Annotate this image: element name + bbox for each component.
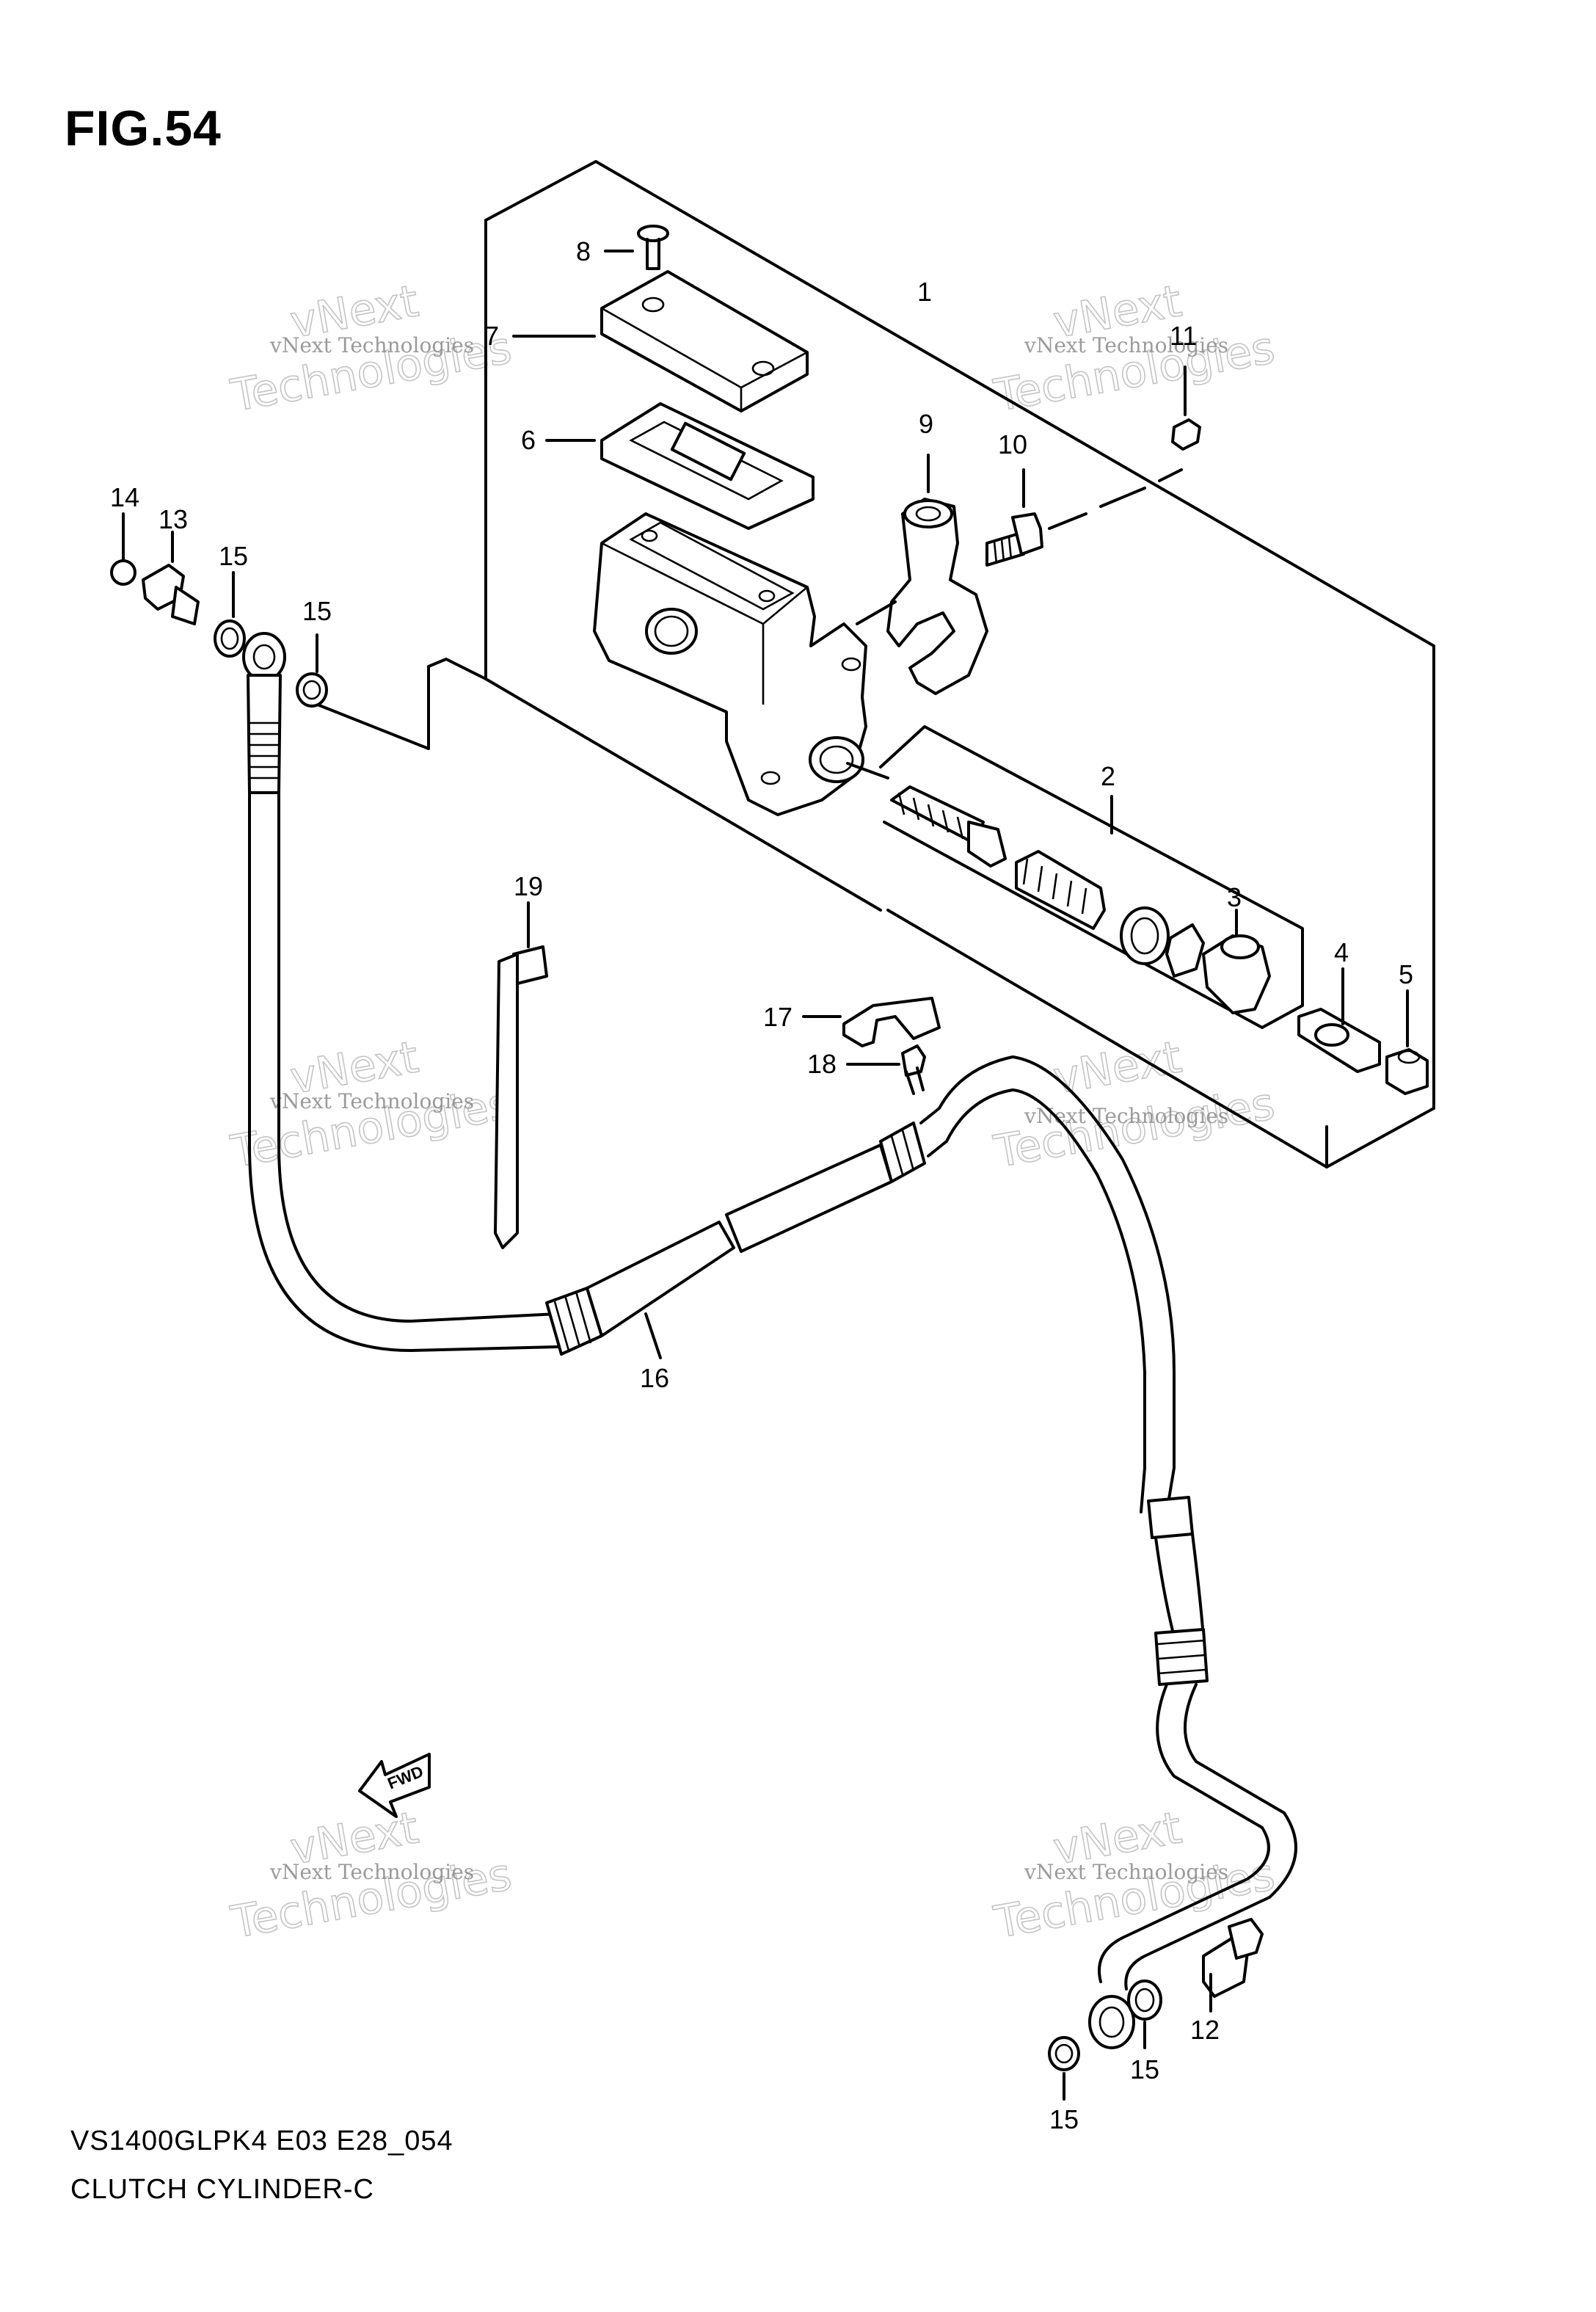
part-2-piston-set [890, 785, 1205, 978]
watermark: Technologies vNext vNext Technologies [227, 275, 516, 423]
watermark: Technologies vNext vNext Technologies [227, 1031, 516, 1179]
callout-12: 12 [1190, 2015, 1220, 2045]
callout-9: 9 [919, 409, 933, 439]
callout-15-upper-a: 15 [219, 541, 248, 571]
callout-15-lower-a: 15 [1130, 2054, 1159, 2084]
part-7-reservoir-cap [512, 270, 809, 412]
callout-1: 1 [917, 277, 932, 307]
callout-7: 7 [484, 321, 499, 351]
watermark-text: vNext Technologies [1024, 1860, 1228, 1884]
callout-labels: 1 2 3 4 5 6 7 8 9 10 11 12 13 14 15 15 1… [110, 236, 1413, 2134]
part-11-nut [1171, 366, 1201, 451]
watermark-text: vNext Technologies [269, 1089, 474, 1113]
assembly-frame [307, 160, 1435, 1168]
watermark-text: vNext Technologies [1024, 333, 1228, 357]
watermark: Technologies vNext vNext Technologies [227, 1802, 516, 1949]
watermark-text: vNext Technologies [269, 1860, 474, 1884]
callout-13: 13 [158, 504, 188, 534]
watermark-text: vNext [1049, 1031, 1185, 1104]
part-12-banjo-bolt [1202, 1918, 1264, 2013]
callout-8: 8 [576, 236, 591, 266]
callout-15-lower-b: 15 [1049, 2104, 1079, 2134]
part-8-screw [604, 225, 669, 270]
callout-16: 16 [640, 1363, 669, 1393]
part-15-washer-lower-a [1127, 1980, 1162, 2049]
callout-11: 11 [1170, 321, 1197, 351]
callout-14: 14 [110, 482, 139, 512]
callout-10: 10 [998, 429, 1027, 459]
figure-title: FIG.54 [65, 101, 222, 156]
part-15-washer-lower-b [1048, 2036, 1080, 2101]
callout-15-upper-b: 15 [302, 596, 332, 626]
part-15-washer-upper-a [214, 571, 246, 658]
callout-5: 5 [1399, 959, 1413, 989]
piston-kit-frame [879, 725, 1304, 1029]
callout-18: 18 [807, 1049, 837, 1079]
part-15-washer-upper-b [296, 633, 328, 708]
watermark: Technologies vNext vNext Technologies [990, 275, 1279, 423]
part-3-boot [1202, 909, 1271, 1014]
part-6-diaphragm [545, 402, 815, 530]
callout-2: 2 [1101, 761, 1115, 791]
part-17-clamp [802, 997, 941, 1047]
callout-17: 17 [763, 1002, 792, 1032]
part-5-nut [1385, 989, 1429, 1095]
watermark-text: vNext Technologies [1024, 1104, 1228, 1128]
part-18-screw [846, 1044, 926, 1095]
part-9-clamp [856, 454, 988, 695]
part-19-cable-tie [494, 901, 548, 1249]
part-16-clutch-hose [242, 632, 1297, 2049]
part-14-cap [110, 512, 136, 586]
part-4-pin [1297, 967, 1381, 1073]
part-13-bleeder-bolt [142, 531, 200, 625]
watermark-text: vNext Technologies [269, 333, 474, 357]
section-title: CLUTCH CYLINDER-C [70, 2174, 374, 2205]
frame-leader [1325, 1070, 1435, 1168]
part-10-bolt [985, 468, 1183, 567]
master-cylinder-body [593, 512, 889, 816]
callout-19: 19 [514, 871, 543, 901]
callout-3: 3 [1227, 882, 1242, 912]
callout-4: 4 [1334, 937, 1349, 967]
model-code: VS1400GLPK4 E03 E28_054 [70, 2126, 453, 2156]
callout-6: 6 [521, 425, 536, 455]
